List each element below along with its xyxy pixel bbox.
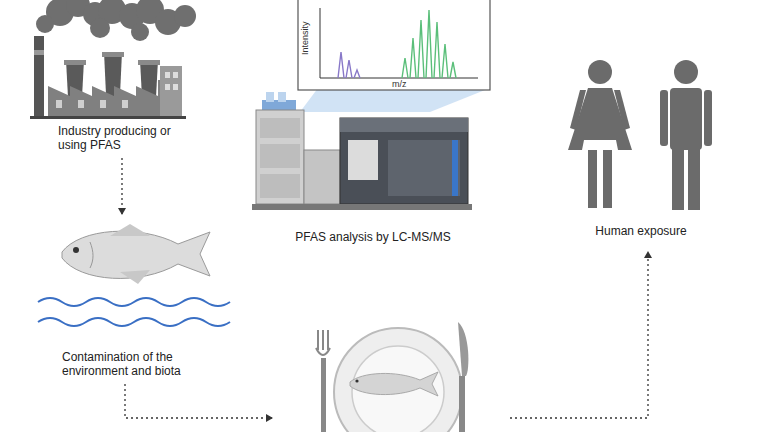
source-node: Industry producing or using PFAS [30,0,190,152]
human-figures [568,60,712,210]
node-caption: Contamination of the environment and bio… [62,350,222,378]
plate-with-fish [316,322,468,432]
node-caption: PFAS analysis by LC-MS/MS [248,230,498,244]
fish-icon [62,224,210,284]
lcms-instrument [252,92,472,210]
axis-label: m/z [392,79,407,89]
water-waves [38,298,230,326]
exposure-node: Human exposure [556,54,726,238]
node-caption: Industry producing or using PFAS [58,124,190,152]
flow-arrows [125,252,648,418]
environment-node: Contamination of the environment and bio… [38,216,248,378]
flow-arrow [121,158,122,214]
node-caption: Human exposure [556,224,726,238]
axis-label: Intensity [300,21,310,55]
factory-icon [30,0,196,119]
analysis-node: PFAS analysis by LC-MS/MS [248,0,498,244]
mass-spectrum-chart [298,0,490,112]
